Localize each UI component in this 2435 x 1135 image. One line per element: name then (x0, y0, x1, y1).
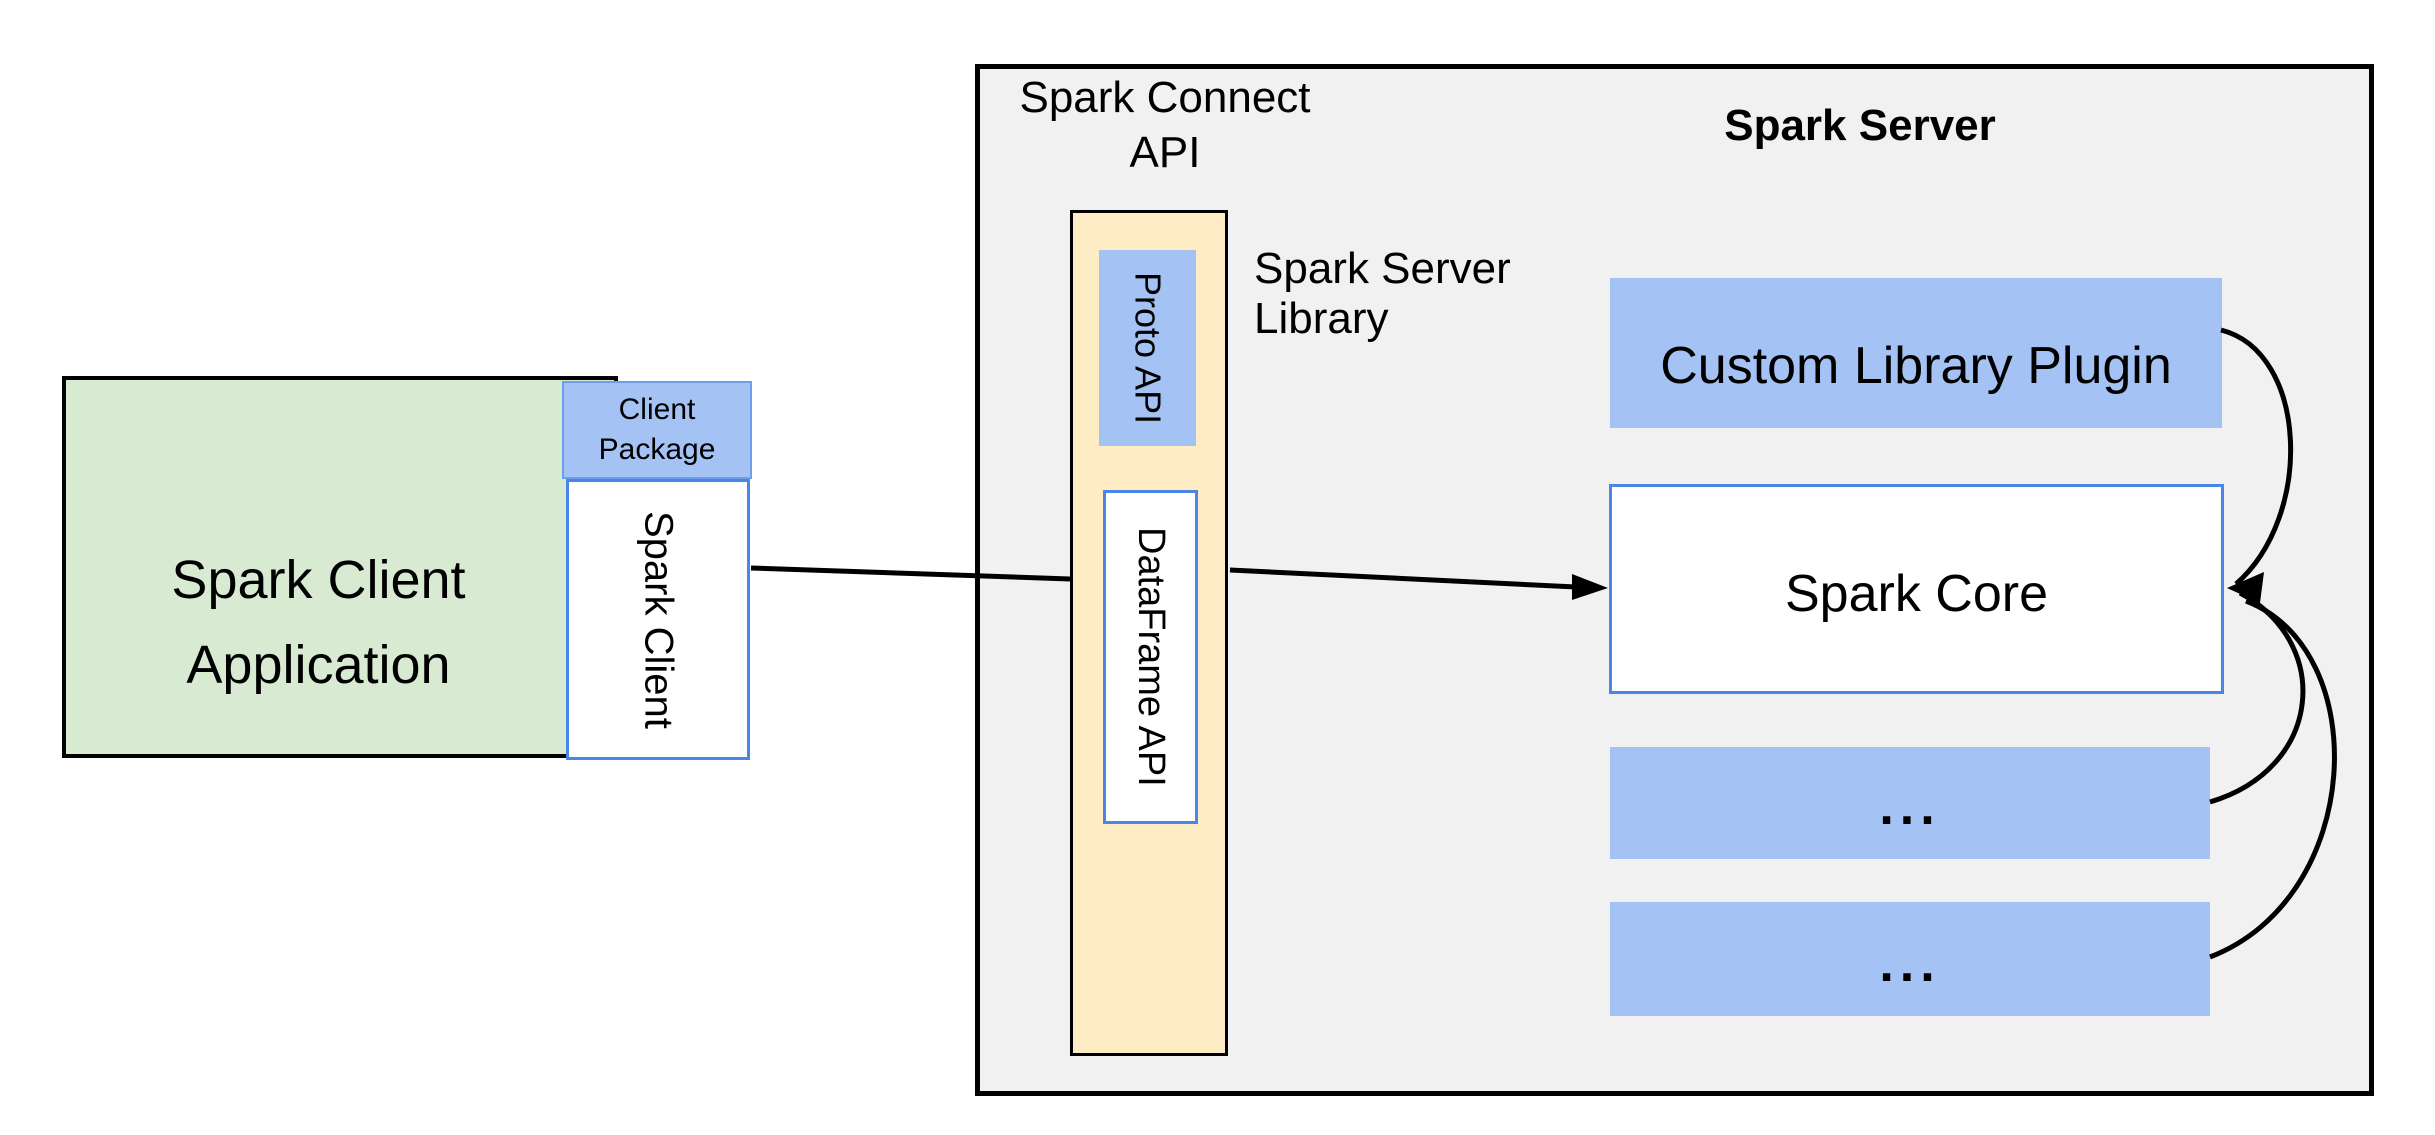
proto-api-box (1099, 250, 1196, 446)
ellipsis-label-2: ... (1879, 935, 1941, 993)
dataframe-api-label: DataFrame API (1130, 527, 1172, 787)
custom-library-plugin-label: Custom Library Plugin (1660, 337, 2172, 395)
spark-client-label: Spark Client (636, 510, 681, 729)
ellipsis-label-1: ... (1879, 778, 1941, 836)
ellipsis-box-1 (1610, 747, 2210, 859)
ellipsis-box-2 (1610, 902, 2210, 1016)
spark-connect-api-title: Spark Connect API (1019, 73, 1311, 177)
spark-server-library-label: Spark Server Library (1254, 244, 1511, 343)
spark-client-application-box (62, 376, 618, 758)
dataframe-api-box (1103, 490, 1198, 824)
spark-client-box (566, 479, 750, 760)
proto-api-label: Proto API (1127, 271, 1169, 425)
custom-library-plugin-box (1610, 278, 2222, 428)
spark-client-application-label: Spark Client Application (171, 550, 466, 695)
spark-server-title: Spark Server (1724, 100, 1996, 150)
spark-core-box (1609, 484, 2224, 694)
client-package-box (562, 381, 752, 479)
spark-core-label: Spark Core (1785, 565, 2048, 623)
client-package-label: Client Package (598, 393, 716, 466)
